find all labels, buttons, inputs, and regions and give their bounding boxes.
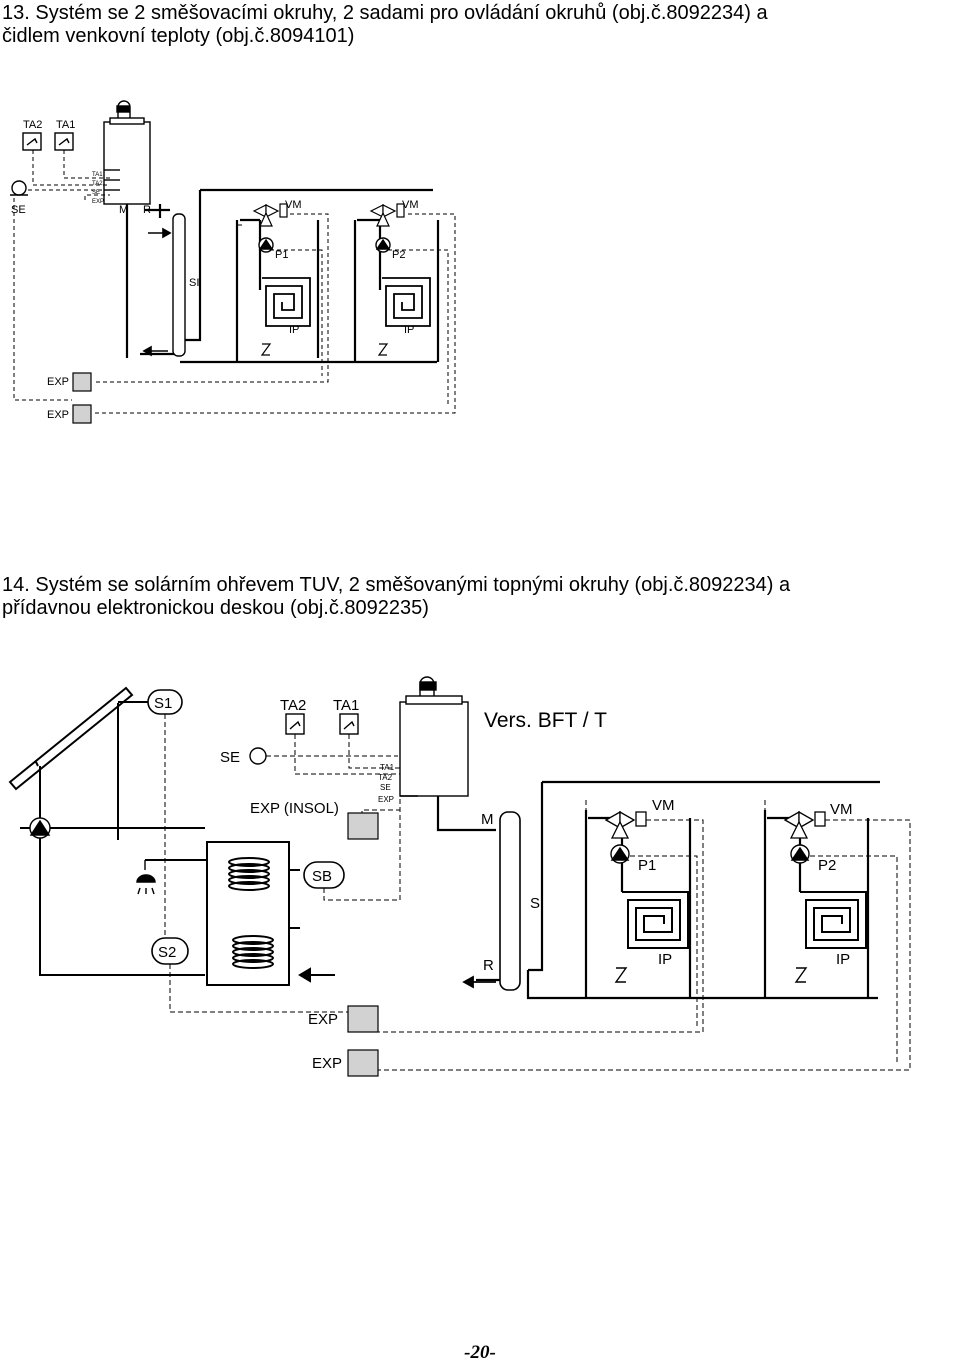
terminal-ta2: TA2 xyxy=(92,181,103,187)
pump-p2 xyxy=(375,237,391,253)
label-ip2: IP xyxy=(836,951,850,968)
expansion-board-insol xyxy=(347,812,379,840)
floor-heating-coil-2 xyxy=(800,891,867,949)
terminal-exp: EXP xyxy=(378,795,394,804)
terminal-se: SE xyxy=(380,783,391,792)
label-ta2: TA2 xyxy=(23,119,42,131)
label-vm1: VM xyxy=(652,797,675,814)
label-version: Vers. BFT / T xyxy=(484,709,607,732)
thermostat-ta2-box xyxy=(22,132,42,151)
label-ta1: TA1 xyxy=(56,119,75,131)
check-valve-1 xyxy=(260,343,272,356)
label-p2: P2 xyxy=(392,249,405,261)
boiler-unit xyxy=(103,100,151,205)
label-ip1: IP xyxy=(658,951,672,968)
schematic-13: TA2 TA1 SE M R SI VM VM P1 P2 IP IP EXP … xyxy=(10,100,456,424)
floor-heating-coil-1 xyxy=(262,277,311,327)
pump-p1 xyxy=(610,844,630,864)
solar-pump xyxy=(29,817,51,839)
floor-heating-coil-2 xyxy=(382,277,431,327)
tank-upper-coil xyxy=(228,857,270,891)
label-vm1: VM xyxy=(285,199,302,211)
label-exp2: EXP xyxy=(47,409,69,421)
label-vm2: VM xyxy=(402,199,419,211)
section-14-heading: 14. Systém se solárním ohřevem TUV, 2 sm… xyxy=(2,574,790,620)
section-13-heading-line1: 13. Systém se 2 směšovacími okruhy, 2 sa… xyxy=(2,2,768,24)
check-valve-2 xyxy=(377,343,389,356)
label-exp-insol: EXP (INSOL) xyxy=(250,800,339,817)
expansion-board-1 xyxy=(347,1005,379,1033)
expansion-board-2 xyxy=(72,404,92,424)
terminal-se: SE xyxy=(92,190,100,196)
label-sb: SB xyxy=(312,868,332,885)
page-number: -20- xyxy=(464,1342,496,1363)
mixing-valve-vm1 xyxy=(604,810,647,839)
terminal-exp: EXP xyxy=(92,199,104,205)
label-si: SI xyxy=(189,277,199,289)
label-r: R xyxy=(143,204,151,216)
hydraulic-separator-si xyxy=(172,213,186,357)
boiler-unit xyxy=(399,676,469,797)
section-13-heading-line2: čidlem venkovní teploty (obj.č.8094101) xyxy=(2,25,355,47)
label-vm2: VM xyxy=(830,801,853,818)
expansion-board-2 xyxy=(347,1049,379,1077)
section-13-heading: 13. Systém se 2 směšovacími okruhy, 2 sa… xyxy=(2,2,768,48)
check-valve-2 xyxy=(794,967,808,983)
mixing-valve-vm1 xyxy=(252,203,288,227)
section-14-heading-line1: 14. Systém se solárním ohřevem TUV, 2 sm… xyxy=(2,574,791,596)
terminal-ta2: TA2 xyxy=(378,773,393,782)
label-si: SI xyxy=(530,895,544,912)
label-p2: P2 xyxy=(818,857,836,874)
label-r: R xyxy=(483,957,494,974)
pump-p2 xyxy=(790,844,810,864)
label-s2: S2 xyxy=(158,944,176,961)
label-p1: P1 xyxy=(275,249,288,261)
mixing-valve-vm2 xyxy=(369,203,405,227)
mixing-valve-vm2 xyxy=(783,810,826,839)
hydraulic-separator-si xyxy=(499,811,521,991)
label-m: M xyxy=(119,204,128,216)
floor-heating-coil-1 xyxy=(622,891,689,949)
expansion-board-1 xyxy=(72,372,92,392)
label-m: M xyxy=(481,811,494,828)
label-ip2: IP xyxy=(404,324,414,336)
label-ta2: TA2 xyxy=(280,697,306,714)
label-se: SE xyxy=(220,749,240,766)
label-se: SE xyxy=(11,204,26,216)
shower-icon xyxy=(136,860,156,895)
label-ip1: IP xyxy=(289,324,299,336)
schematic-14: S1 S2 SB SE TA2 TA1 EXP (INSOL) EXP EXP … xyxy=(8,676,911,1077)
tank-lower-coil xyxy=(232,935,274,969)
outdoor-sensor-icon xyxy=(11,180,27,196)
section-14-heading-line2: přídavnou elektronickou deskou (obj.č.80… xyxy=(2,597,429,619)
check-valve-1 xyxy=(614,967,628,983)
terminal-ta1: TA1 xyxy=(380,763,395,772)
label-exp1: EXP xyxy=(47,376,69,388)
label-ta1: TA1 xyxy=(333,697,359,714)
pump-p1 xyxy=(258,237,274,253)
label-exp2: EXP xyxy=(312,1055,342,1072)
label-exp1: EXP xyxy=(308,1011,338,1028)
outdoor-sensor-icon xyxy=(249,747,267,765)
solar-collector xyxy=(8,686,148,968)
terminal-ta1: TA1 xyxy=(92,172,103,178)
label-p1: P1 xyxy=(638,857,656,874)
label-s1: S1 xyxy=(154,695,172,712)
